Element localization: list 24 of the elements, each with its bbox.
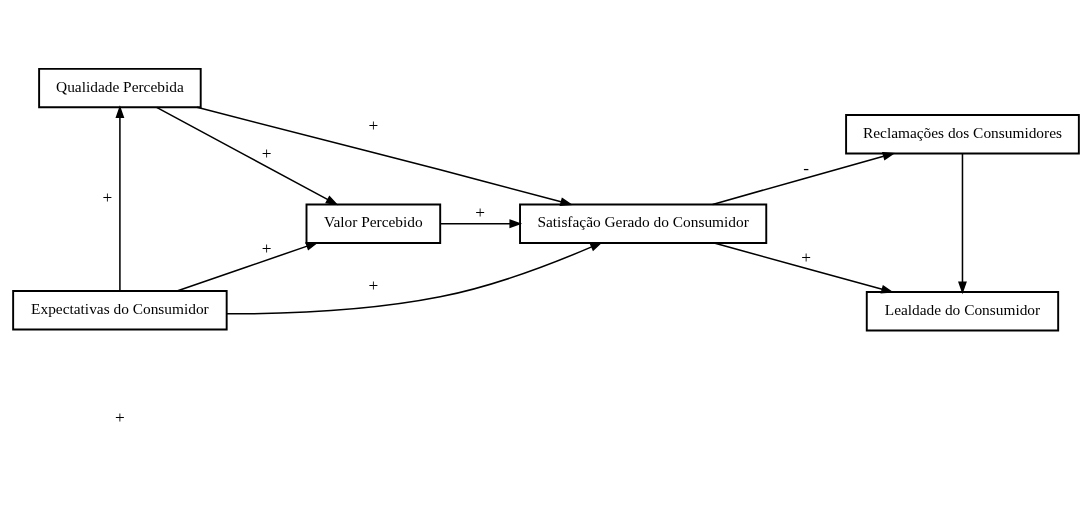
node-box: Lealdade do Consumidor: [865, 291, 1060, 332]
node-box: Valor Percebido: [305, 203, 442, 244]
arrow: [958, 152, 967, 295]
edge-label: +: [261, 143, 272, 163]
node-box: Reclamações dos Consumidores: [845, 114, 1080, 155]
arrow: [226, 242, 603, 315]
arrow: [115, 105, 125, 292]
edge-label: +: [475, 203, 485, 223]
arrow: [711, 152, 896, 206]
arrow: [713, 242, 894, 294]
arrow: [196, 106, 573, 207]
edge-label: +: [102, 188, 113, 208]
edge-label: +: [801, 247, 812, 267]
edge-label: +: [368, 115, 379, 135]
label: +: [115, 408, 125, 428]
node-box: Satisfação Gerado do Consumidor: [519, 203, 768, 244]
edge-label: +: [261, 238, 272, 258]
arrow: [176, 242, 319, 292]
arrow: [155, 106, 339, 206]
edge-label: -: [803, 159, 810, 179]
node-box: Expectativas do Consumidor: [12, 290, 228, 331]
edge-label: +: [368, 276, 379, 296]
arrow: [439, 219, 523, 229]
node-box: Qualidade Percebida: [38, 67, 202, 109]
